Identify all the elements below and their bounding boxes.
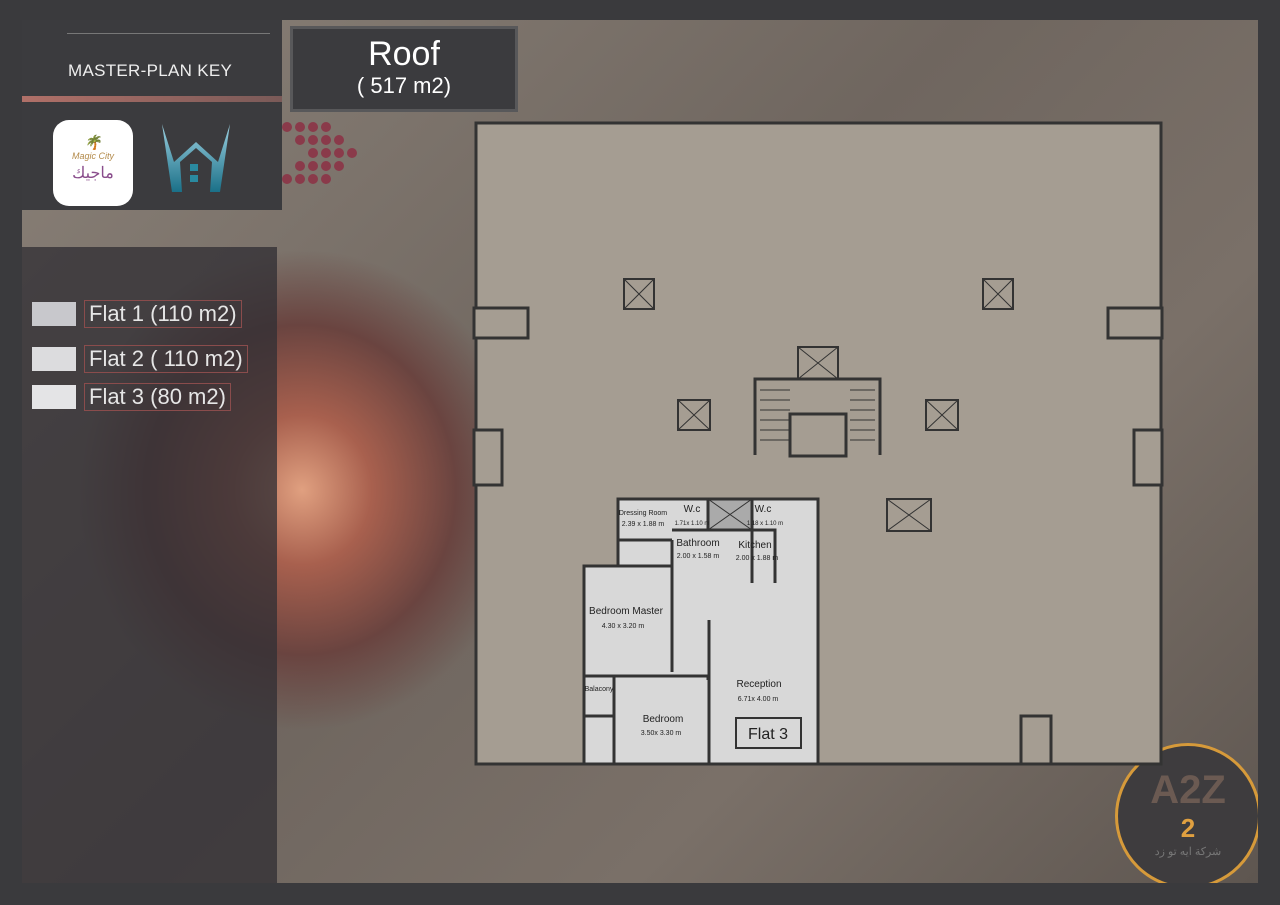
magic-city-arabic: ماجيك: [72, 165, 114, 182]
room-name: Bedroom Master: [589, 606, 664, 617]
legend-swatch: [32, 302, 76, 326]
room-name: Balacony: [585, 686, 614, 693]
room-name: Dressing Room: [619, 510, 667, 517]
a2z-logo: A2Z 2 شركة ايه تو زد: [1115, 743, 1258, 883]
room-name: Bedroom: [643, 714, 684, 725]
flat-label: Flat 3: [748, 726, 788, 743]
magic-city-logo: 🌴 Magic City ماجيك: [53, 120, 133, 206]
key-title: MASTER-PLAN KEY: [68, 61, 233, 80]
room-name: W.c: [755, 504, 772, 515]
room-size: 3.50x 3.30 m: [641, 730, 682, 737]
room-size: 4.30 x 3.20 m: [602, 623, 645, 630]
ventilation-shafts: [623, 278, 1014, 532]
flat-3: [582, 497, 820, 766]
room-size: 6.71x 4.00 m: [738, 696, 779, 703]
divider: [67, 33, 270, 34]
room-size: 1.71x 1.10 m: [675, 521, 710, 527]
magic-city-text: Magic City: [71, 151, 114, 161]
legend-label: Flat 1 (110 m2): [84, 300, 242, 328]
legend-label: Flat 2 ( 110 m2): [84, 345, 248, 373]
floor-title-box: Roof ( 517 m2): [290, 26, 518, 112]
legend-item-flat-1[interactable]: Flat 1 (110 m2): [32, 299, 242, 329]
legend-item-flat-3[interactable]: Flat 3 (80 m2): [32, 382, 231, 412]
divider-stripe: [22, 96, 282, 102]
master-plan-key-header: MASTER-PLAN KEY: [22, 20, 282, 96]
room-size: 2.39 x 1.88 m: [622, 521, 665, 528]
developer-logo-icon: [162, 124, 230, 192]
floor-name: Roof: [368, 35, 440, 73]
a2z-arabic: شركة ايه تو زد: [1154, 846, 1222, 858]
room-size: 1.18 x 1.10 m: [747, 521, 783, 527]
palm-icon: 🌴: [84, 134, 102, 150]
legend-panel: Flat 1 (110 m2) Flat 2 ( 110 m2) Flat 3 …: [22, 247, 277, 883]
room-size: 2.00 x 1.88 m: [736, 555, 779, 562]
room-name: Reception: [736, 679, 781, 690]
a2z-number: 2: [1180, 813, 1196, 843]
legend-swatch: [32, 385, 76, 409]
legend-item-flat-2[interactable]: Flat 2 ( 110 m2): [32, 344, 248, 374]
room-name: Kitchen: [738, 540, 771, 551]
room-name: Bathroom: [676, 538, 719, 549]
room-size: 2.00 x 1.58 m: [677, 553, 720, 560]
logo-panel: 🌴 Magic City ماجيك: [22, 102, 282, 210]
room-name: W.c: [684, 504, 701, 515]
legend-label: Flat 3 (80 m2): [84, 383, 231, 411]
legend-swatch: [32, 347, 76, 371]
floor-area: ( 517 m2): [356, 73, 452, 98]
a2z-letters: A2Z: [1150, 768, 1226, 812]
